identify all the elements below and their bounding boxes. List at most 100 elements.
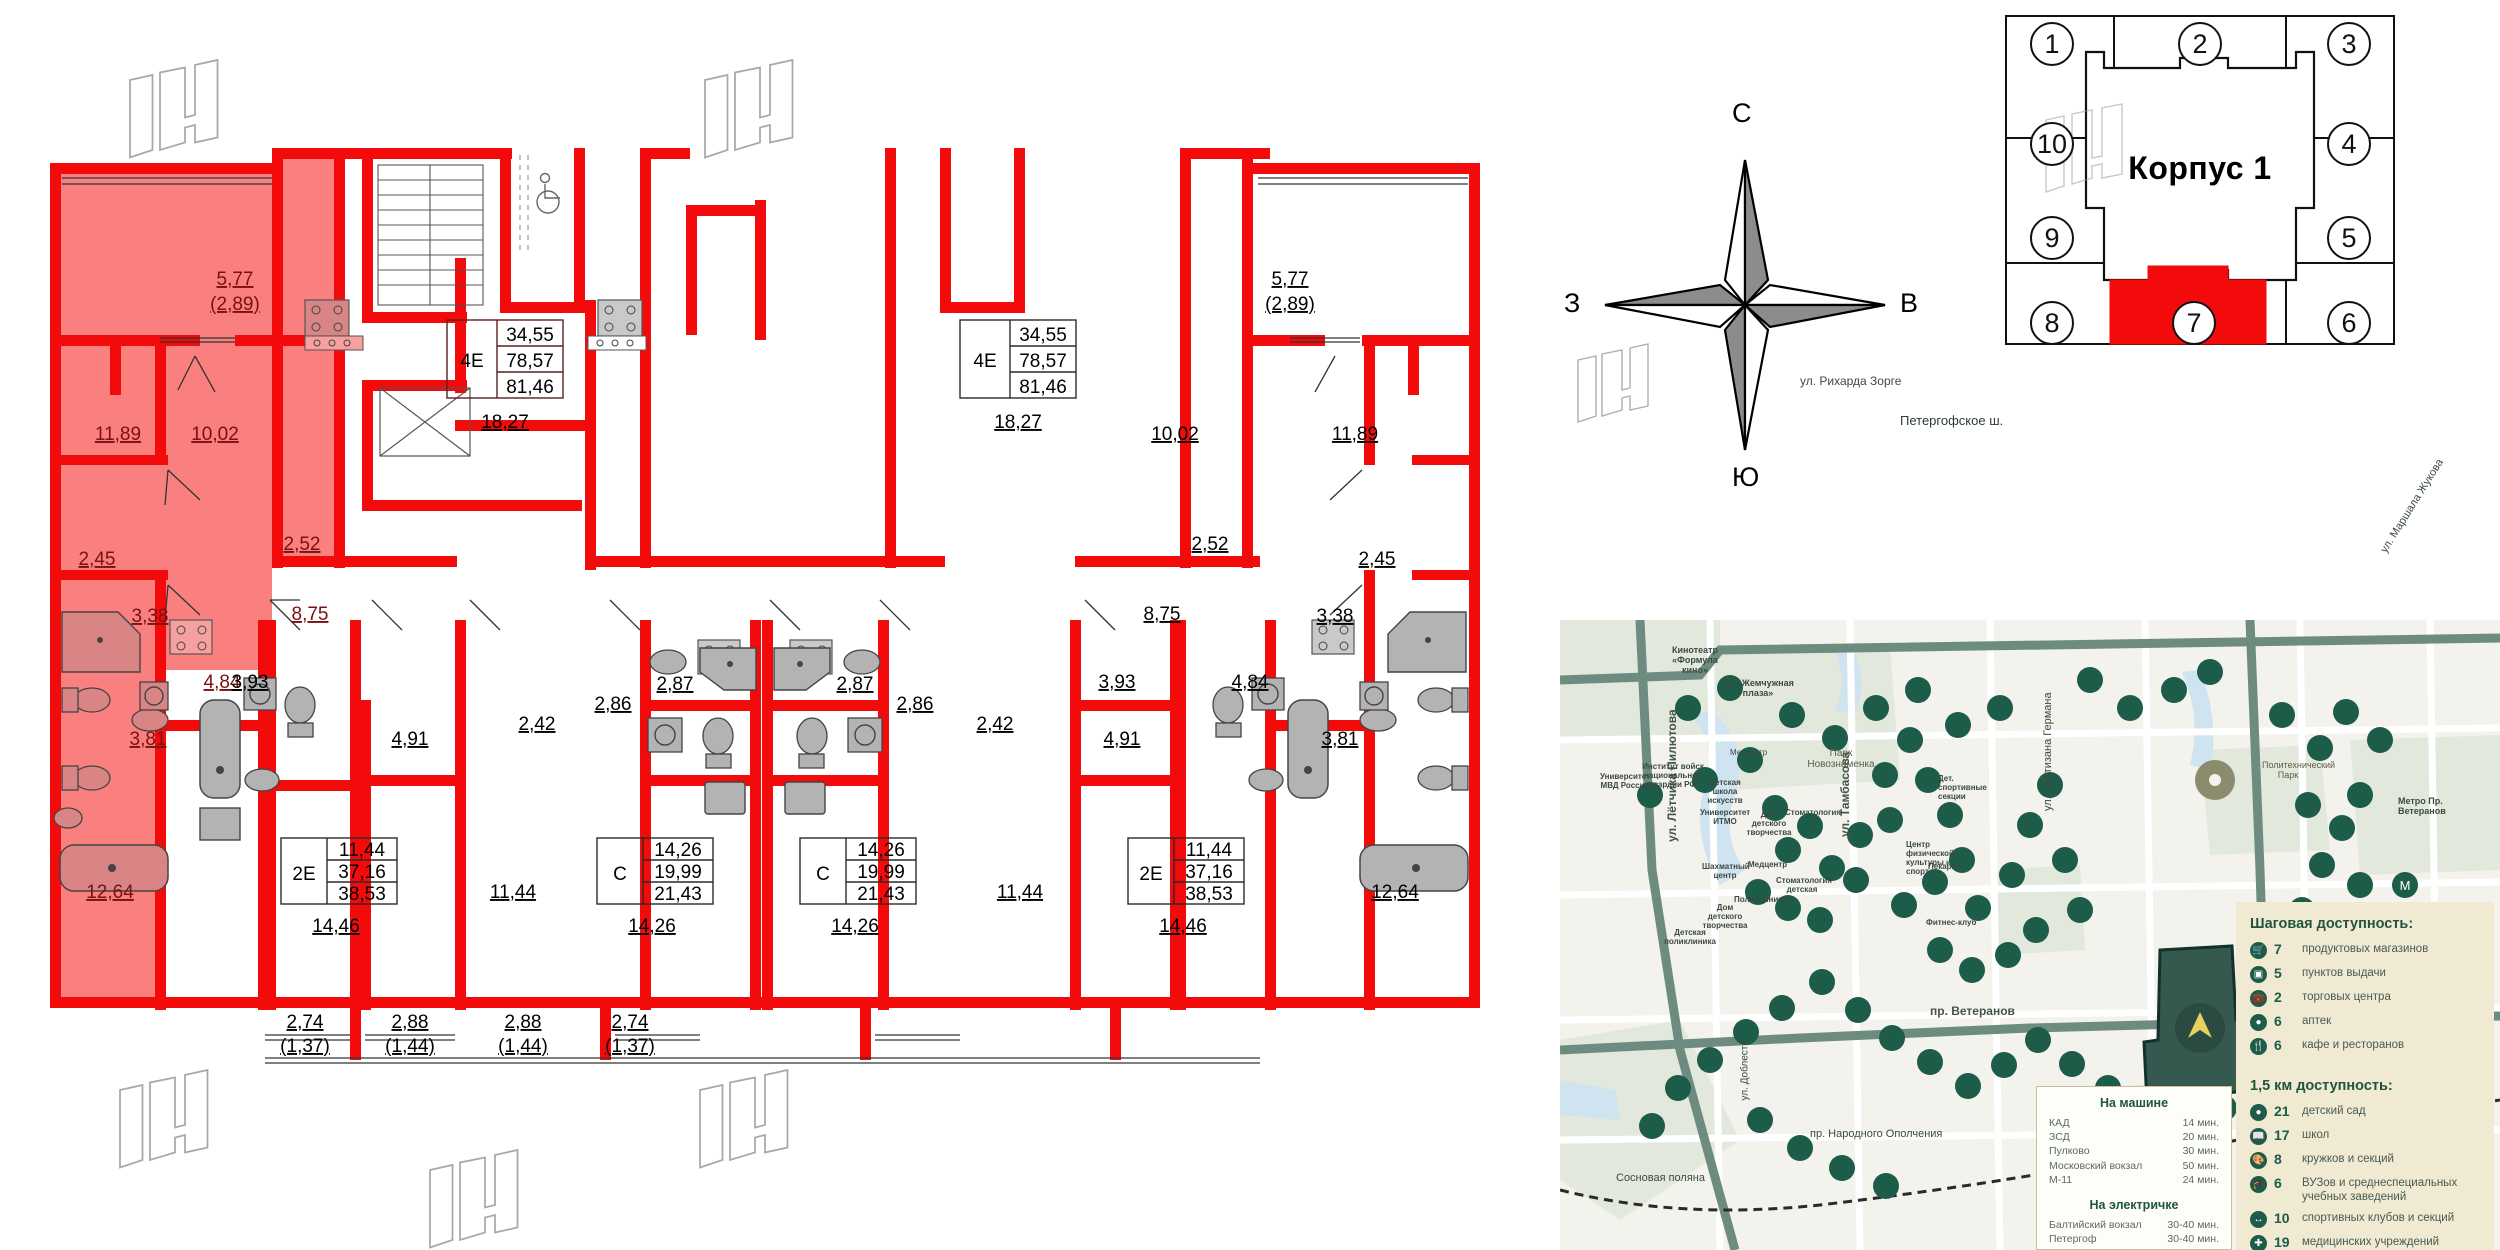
legend-label: кружков и секций bbox=[2302, 1153, 2394, 1165]
map-street-zhukova: ул. Маршала Жукова bbox=[2378, 456, 2446, 556]
building-section-diagram[interactable]: 1 2 3 4 5 6 7 8 9 10 bbox=[2000, 8, 2400, 353]
section-5[interactable]: 5 bbox=[2327, 216, 2371, 260]
apt-type-right-studio: С bbox=[816, 864, 830, 885]
section-10[interactable]: 10 bbox=[2030, 122, 2074, 166]
compass-star-icon bbox=[1604, 159, 1886, 451]
map-place-creativity2: Дом детского творчества bbox=[1702, 903, 1748, 930]
legend-count: 6 bbox=[2274, 1037, 2282, 1053]
area-bath-287-left: 2,87 bbox=[657, 674, 694, 695]
area-room-1002-left: 10,02 bbox=[191, 424, 239, 445]
legend-label: пунктов выдачи bbox=[2302, 967, 2386, 979]
legend-label: продуктовых магазинов bbox=[2302, 943, 2429, 955]
apt-balcony-right-2e: 38,53 bbox=[1185, 884, 1233, 905]
parcel-icon: ▣ bbox=[2250, 966, 2267, 983]
apt-kitchen-right-studio: 14,26 bbox=[831, 916, 879, 937]
door-arcs bbox=[164, 355, 1363, 631]
map-place-dental1: Стоматология bbox=[1785, 808, 1841, 817]
transit-times-box: На машине КАД 14 мин. ЗСД 20 мин. Пулков… bbox=[2036, 1086, 2232, 1250]
transit-time: 30-40 мин. bbox=[2167, 1233, 2219, 1246]
legend-count: 2 bbox=[2274, 989, 2282, 1005]
map-street-petergofskoe: Петергофское ш. bbox=[1900, 413, 2004, 428]
balcony-area-1: 2,88 bbox=[392, 1012, 429, 1033]
apt-balcony-left-4e: 81,46 bbox=[506, 377, 554, 398]
transit-row: Петергоф 30-40 мин. bbox=[2049, 1232, 2219, 1246]
windows bbox=[62, 177, 1468, 1064]
apt-kitchen-right-4e: 18,27 bbox=[994, 412, 1042, 433]
map-street-zorge: ул. Рихарда Зорге bbox=[1800, 374, 1902, 388]
apt-living-left-2e: 11,44 bbox=[339, 840, 386, 861]
area-hall-242-right: 2,42 bbox=[977, 714, 1014, 735]
area-top-balcony-left: 5,77 bbox=[217, 269, 254, 290]
transit-row: ЗСД 20 мин. bbox=[2049, 1130, 2219, 1144]
legend-item: 💼 2 торговых центра bbox=[2250, 989, 2482, 1007]
transit-heading-car: На машине bbox=[2099, 1096, 2169, 1110]
lobby-dashes bbox=[519, 155, 529, 250]
area-hall-286-left: 2,86 bbox=[595, 694, 632, 715]
area-hall-245-right: 2,45 bbox=[1359, 549, 1396, 570]
section-9[interactable]: 9 bbox=[2030, 216, 2074, 260]
apt-type-left-studio: С bbox=[613, 864, 627, 885]
bottom-balcony-labels: 2,74 (1,37) 2,88 (1,44) 2,88 (1,44) 2,74… bbox=[280, 1012, 655, 1057]
project-plot[interactable] bbox=[2142, 944, 2266, 1126]
section-8[interactable]: 8 bbox=[2030, 301, 2074, 345]
apt-kitchen-left-studio: 14,26 bbox=[628, 916, 676, 937]
legend-item: ▣ 5 пунктов выдачи bbox=[2250, 965, 2482, 983]
legend-count: 10 bbox=[2274, 1210, 2290, 1227]
balcony-half-0: (1,37) bbox=[280, 1036, 330, 1057]
area-hall-491-left: 4,91 bbox=[392, 729, 429, 750]
area-hall-252-left: 2,52 bbox=[284, 534, 321, 555]
map-place-clinic: Поликлиника bbox=[1734, 895, 1787, 904]
decor-flag-bldg bbox=[2045, 103, 2123, 193]
building-title: Корпус 1 bbox=[2128, 150, 2272, 186]
pill-icon: ● bbox=[2250, 1014, 2267, 1031]
compass-north-label: С bbox=[1732, 98, 1752, 128]
section-7-active[interactable]: 7 bbox=[2172, 301, 2216, 345]
section-4[interactable]: 4 bbox=[2327, 122, 2371, 166]
section-1[interactable]: 1 bbox=[2030, 22, 2074, 66]
apt-balcony-right-studio: 21,43 bbox=[857, 884, 905, 905]
area-kitchen-1144-right: 11,44 bbox=[997, 882, 1044, 903]
map-place-park: Парк Новознаменка bbox=[1807, 748, 1875, 770]
map-place-sosnovaya: Сосновая поляна bbox=[1616, 1172, 1706, 1184]
floor-plan: 4Е 34,55 78,57 81,46 18,27 4Е 34,55 78,5… bbox=[50, 59, 1480, 1249]
graduation-icon: 🎓 bbox=[2250, 1176, 2267, 1193]
compass-east-label: В bbox=[1900, 288, 1919, 318]
apt-living-right-studio: 14,26 bbox=[857, 840, 905, 861]
map-place-mall: ТЦ «Жемчужная плаза» bbox=[1722, 678, 1794, 698]
transit-name: М-11 bbox=[2049, 1173, 2073, 1186]
bathroom-fixtures bbox=[53, 611, 1469, 892]
compass-south-label: Ю bbox=[1732, 462, 1760, 492]
transit-row: Московский вокзал 50 мин. bbox=[2049, 1159, 2219, 1173]
area-bath-338-left: 3,38 bbox=[132, 606, 169, 627]
area-hall-491-right: 4,91 bbox=[1104, 729, 1141, 750]
section-3[interactable]: 3 bbox=[2327, 22, 2371, 66]
legend-count: 17 bbox=[2274, 1127, 2290, 1143]
map-place-medcenter2: Медцентр bbox=[1748, 860, 1788, 869]
transit-time: 30 мин. bbox=[2182, 1145, 2219, 1158]
map-place-cinema: Кинотеатр «Формула кино» bbox=[1671, 645, 1719, 675]
map-metro-markers[interactable]: М bbox=[2392, 872, 2418, 898]
decor-flag-bottom-right bbox=[699, 1069, 789, 1169]
area-room-1002-right: 10,02 bbox=[1151, 424, 1199, 445]
balcony-half-3: (1,37) bbox=[605, 1036, 655, 1057]
map-place-polytech-park: Политехнический Парк bbox=[2262, 760, 2336, 780]
apt-kitchen-left-4e: 18,27 bbox=[481, 412, 529, 433]
area-hall-286-right: 2,86 bbox=[897, 694, 934, 715]
map-place-artschool: Детская школа искусств bbox=[1707, 778, 1743, 805]
palette-icon: 🎨 bbox=[2250, 1152, 2267, 1169]
transit-time: 30-40 мин. bbox=[2167, 1218, 2219, 1231]
map-water bbox=[1560, 645, 2214, 1120]
section-6[interactable]: 6 bbox=[2327, 301, 2371, 345]
area-top-balcony-left-half: (2,89) bbox=[210, 294, 260, 315]
legend-heading-distance: 1,5 км доступность: bbox=[2250, 1078, 2393, 1094]
area-room-1264-left: 12,64 bbox=[86, 882, 134, 903]
apt-balcony-left-studio: 21,43 bbox=[654, 884, 702, 905]
transit-time: 50 мин. bbox=[2182, 1159, 2219, 1172]
map-place-itmo: Университет ИТМО bbox=[1700, 808, 1751, 826]
area-hall-484-left: 4,84 bbox=[204, 672, 241, 693]
legend-count: 19 bbox=[2274, 1234, 2290, 1250]
legend-label: спортивных клубов и секций bbox=[2302, 1212, 2455, 1225]
section-2[interactable]: 2 bbox=[2178, 22, 2222, 66]
legend-item: 🎓 6 ВУЗов и среднеспециальных учебных за… bbox=[2250, 1175, 2482, 1204]
